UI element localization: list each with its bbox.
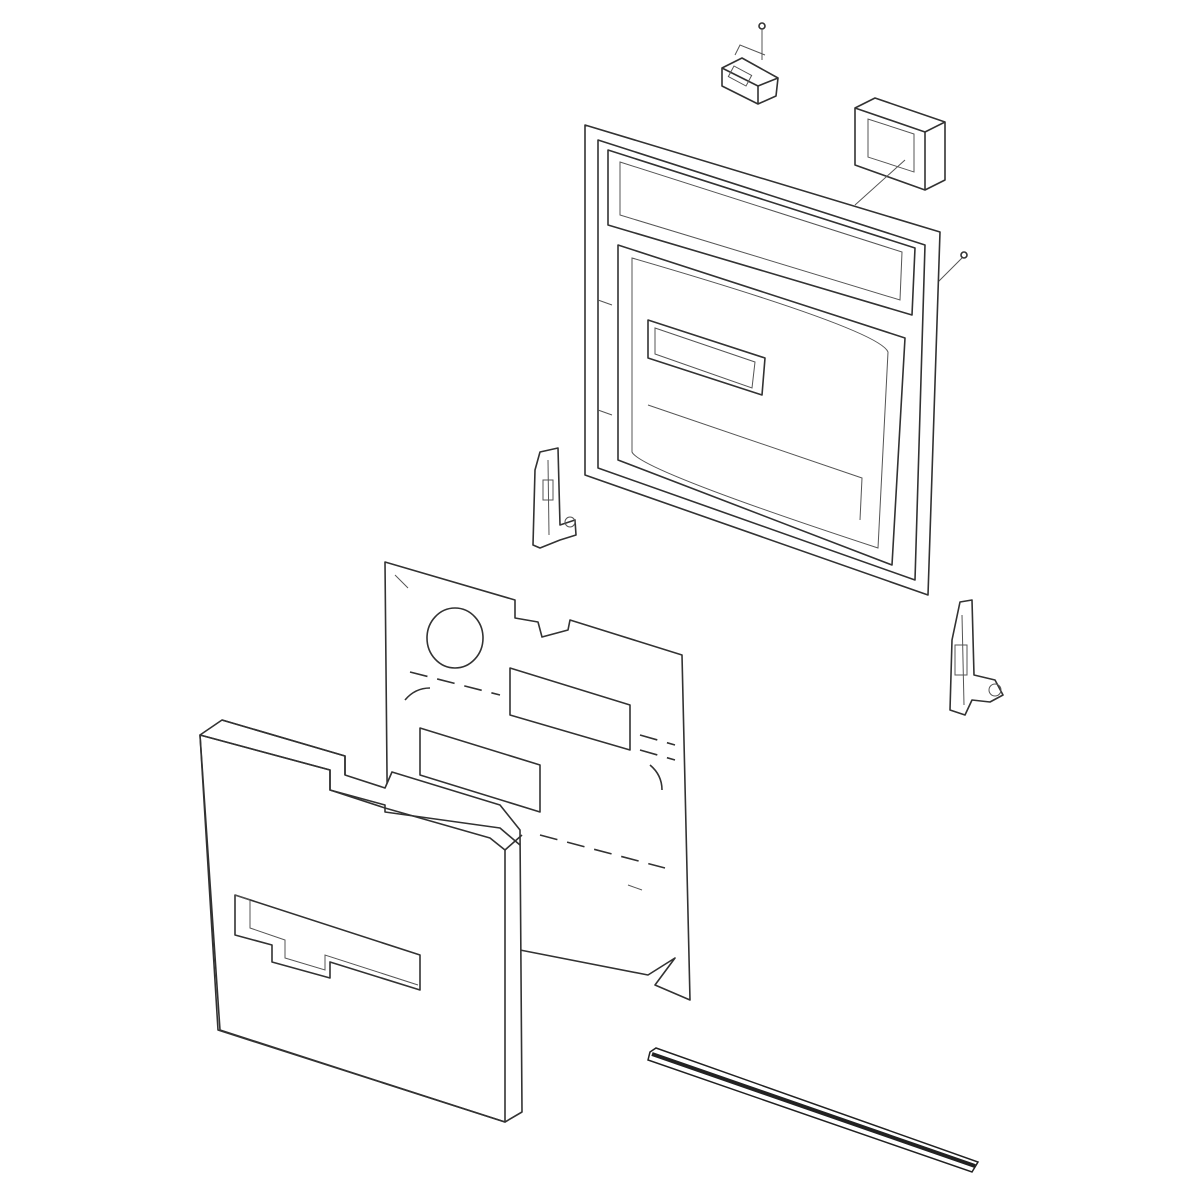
left-hinge — [532, 447, 577, 549]
inner-door-panel — [584, 124, 941, 596]
screw-right — [934, 251, 968, 286]
foam-insulation-block — [199, 719, 523, 1123]
door-gasket-strip — [647, 1047, 980, 1173]
control-board — [854, 97, 946, 206]
screw-top — [758, 22, 766, 60]
door-switch — [721, 44, 779, 105]
right-hinge — [949, 599, 1004, 716]
